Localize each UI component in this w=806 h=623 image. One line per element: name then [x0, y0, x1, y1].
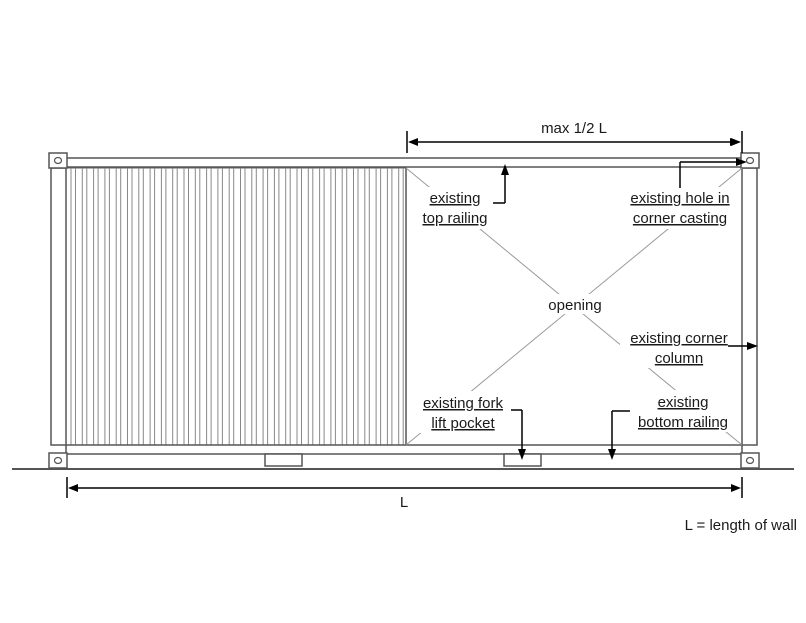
- left-corner-column: [50, 167, 67, 446]
- legend-text: L = length of wall: [685, 517, 797, 534]
- opening-label: opening: [548, 297, 601, 314]
- corner-casting-top-left: [48, 152, 68, 169]
- corner-casting-bottom-right: [740, 452, 760, 469]
- callout-top-railing-line2: top railing: [422, 210, 487, 227]
- top-railing: [65, 157, 743, 168]
- dim-top-label: max 1/2 L: [541, 120, 607, 137]
- right-corner-column: [741, 167, 758, 446]
- callout-fork-line2: lift pocket: [431, 415, 495, 432]
- callout-bottom-line1: existing: [658, 394, 709, 411]
- dim-bottom-label: L: [400, 494, 408, 511]
- corrugated-panel: [65, 167, 407, 446]
- corner-casting-top-right: [740, 152, 760, 169]
- callout-hole-line2: corner casting: [633, 210, 727, 227]
- callout-column-line2: column: [655, 350, 703, 367]
- callout-top-railing-line1: existing: [430, 190, 481, 207]
- bottom-railing: [65, 444, 743, 455]
- corner-casting-bottom-left: [48, 452, 68, 469]
- fork-lift-pocket-left: [264, 453, 303, 467]
- callout-bottom-line2: bottom railing: [638, 414, 728, 431]
- callout-fork-line1: existing fork: [423, 395, 504, 412]
- callout-hole-line1: existing hole in: [630, 190, 729, 207]
- callout-column-line1: existing corner: [630, 330, 728, 347]
